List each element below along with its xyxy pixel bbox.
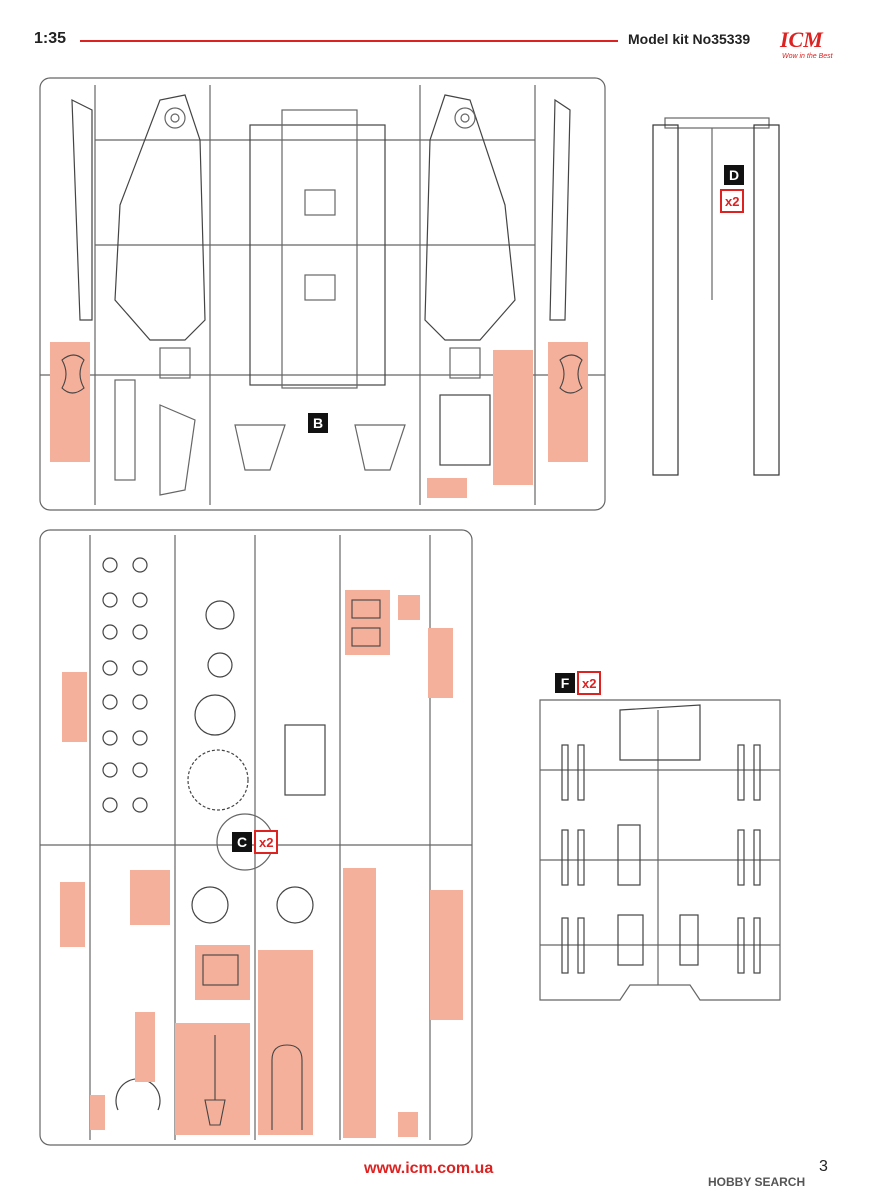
hull-floor [249, 124, 386, 386]
sprue-f-label: F [555, 673, 575, 693]
track-strip-right [549, 98, 571, 321]
sprue-f-quantity: x2 [577, 671, 602, 695]
watermark: HOBBY SEARCH [708, 1175, 806, 1189]
page-number: 3 [819, 1158, 828, 1175]
sprue-f-frame [539, 699, 781, 1001]
logo-word: ICM [780, 27, 823, 52]
model-kit-number: Model kit No35339 [628, 31, 751, 47]
website-url: www.icm.com.ua [364, 1160, 494, 1177]
hatch-right [449, 347, 481, 379]
drive-wheel-left [164, 107, 186, 129]
sprue-c-frame [39, 529, 473, 1146]
hull-panel-left [114, 94, 206, 341]
logo-tagline: Wow in the Best [782, 53, 833, 60]
track-strip-left [71, 99, 93, 321]
shell-rounds [561, 744, 761, 974]
sprocket-hub [194, 694, 236, 736]
hull-panel-right [424, 94, 516, 341]
hatch-left [159, 347, 191, 379]
highlighted-parts [50, 342, 588, 1138]
sprue-d-frame [664, 117, 770, 129]
track-run-right [753, 124, 780, 476]
sprue-b-frame [39, 77, 606, 511]
drive-wheel-right [454, 107, 476, 129]
sprue-b-label: B [308, 413, 328, 433]
engine-grille [439, 394, 491, 466]
sprue-c-quantity: x2 [254, 830, 279, 854]
sprue-c-label: C [232, 832, 252, 852]
sprue-d-label: D [724, 165, 744, 185]
sprue-d-quantity: x2 [720, 189, 745, 213]
icm-logo: ICM Wow in the Best [780, 23, 840, 63]
road-wheels [102, 557, 148, 813]
scale-label: 1:35 [34, 30, 67, 47]
sprocket [187, 749, 249, 811]
idler-wheel [205, 600, 235, 630]
header-rule [80, 40, 618, 42]
radiator-grille [284, 724, 326, 796]
track-run-left [652, 124, 679, 476]
